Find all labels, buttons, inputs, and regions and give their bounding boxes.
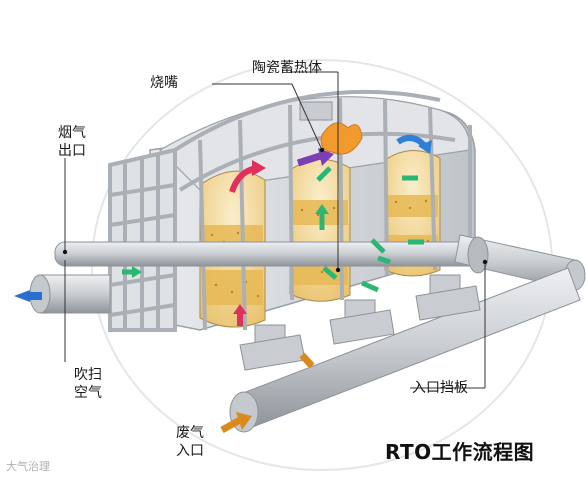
arrow-blue — [396, 134, 428, 149]
arrow-green-2-head — [315, 204, 329, 214]
arrow-red-bottom-head — [233, 304, 247, 314]
label-waste-gas-line1: 废气 — [176, 425, 204, 441]
label-purge-air-line1: 吹扫 — [74, 367, 102, 383]
flue-outlet-arrow-shaft — [28, 292, 42, 300]
label-purge-air-line2: 空气 — [74, 385, 102, 401]
arrow-orange — [299, 352, 315, 369]
combustion-dome — [159, 96, 471, 191]
label-inlet-baffle: 入口挡板 — [412, 380, 468, 396]
arrow-purple — [296, 152, 322, 167]
flow-arrows — [122, 134, 432, 434]
arrow-green-5 — [370, 238, 386, 254]
flue-outlet-arrow — [14, 290, 30, 302]
label-flue-gas-line2: 出口 — [58, 143, 86, 159]
flame-icon — [320, 122, 363, 155]
label-waste-gas-line2: 入口 — [176, 443, 204, 459]
leader-lines — [64, 71, 486, 389]
label-burner: 烧嘴 — [150, 75, 178, 91]
arrow-blue-head — [418, 140, 432, 154]
arrow-green-6 — [322, 266, 338, 280]
arrow-green-7 — [360, 280, 380, 293]
arrow-purple-head — [318, 148, 334, 166]
burner-box — [299, 101, 333, 121]
arrow-red-up-head — [252, 160, 266, 176]
leader-dots — [62, 147, 488, 273]
arrow-inlet — [220, 416, 242, 434]
label-flue-gas-line1: 烟气 — [58, 125, 86, 141]
flue-gas-pipe — [54, 241, 501, 267]
cage-frame — [108, 89, 472, 332]
arrow-green-8 — [377, 255, 391, 265]
switching-valves — [239, 274, 481, 371]
arrow-inlet-head — [236, 412, 252, 430]
watermark: 大气治理 — [6, 460, 50, 473]
label-ceramic-heat-storage: 陶瓷蓄热体 — [252, 60, 322, 76]
arrow-green-1 — [316, 166, 332, 182]
arrow-green-pipe-head — [132, 266, 142, 278]
diagram-title: RTO工作流程图 — [385, 440, 535, 464]
